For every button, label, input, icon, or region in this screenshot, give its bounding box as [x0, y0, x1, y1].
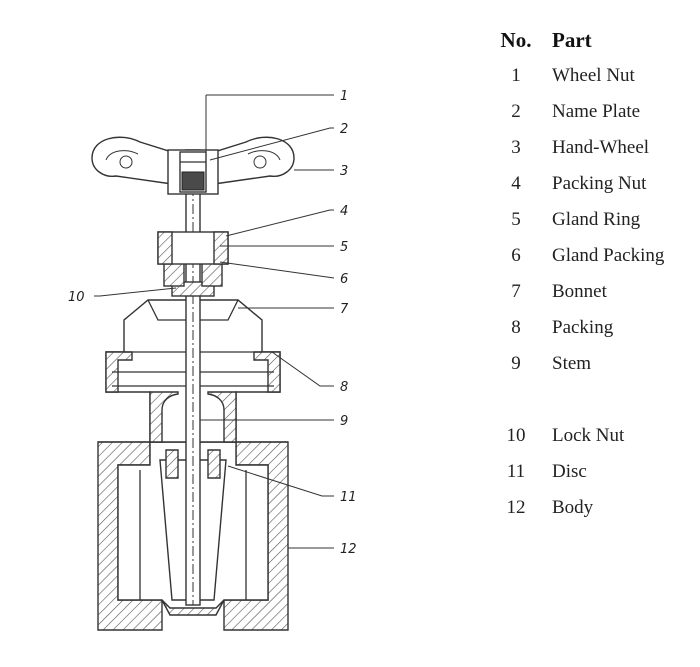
part-number: 6: [511, 245, 521, 266]
table-row: 7 Bonnet: [480, 274, 695, 310]
part-name: Wheel Nut: [552, 65, 635, 86]
packing-nut: [157, 231, 229, 265]
table-row: 4 Packing Nut: [480, 166, 695, 202]
part-name: Hand-Wheel: [552, 137, 650, 158]
part-number: 9: [511, 353, 521, 374]
part-name: Disc: [552, 461, 587, 482]
part-number: 4: [511, 173, 521, 194]
table-row: 1 Wheel Nut: [480, 58, 695, 94]
part-name: Gland Packing: [552, 245, 665, 266]
part-number: 3: [511, 137, 521, 158]
leader-lines: [94, 94, 335, 549]
callout-11: 11: [340, 490, 357, 505]
part-number: 7: [511, 281, 521, 302]
parts-table: No. Part 1 Wheel Nut 2 Name Plate 3 Hand-Whee…: [480, 22, 695, 526]
part-number: 5: [511, 209, 521, 230]
part-number: 8: [511, 317, 521, 338]
part-name: Packing Nut: [552, 173, 647, 194]
table-row: 9 Stem: [480, 346, 695, 382]
callout-4: 4: [340, 204, 348, 219]
part-name: Packing: [552, 317, 614, 338]
table-row: 12 Body: [480, 490, 695, 526]
part-name: Bonnet: [552, 281, 607, 302]
table-gap: [480, 382, 695, 418]
callout-12: 12: [340, 542, 357, 557]
table-row: 10 Lock Nut: [480, 418, 695, 454]
gate-valve-diagram: 1 2 3 4 5 6 7 8 9 10 11 12: [68, 89, 357, 631]
callout-9: 9: [340, 414, 348, 429]
part-name: Lock Nut: [552, 425, 625, 446]
callout-10: 10: [68, 290, 85, 305]
table-row: 6 Gland Packing: [480, 238, 695, 274]
callout-2: 2: [340, 122, 348, 137]
valve-stem: [185, 149, 201, 606]
table-row: 2 Name Plate: [480, 94, 695, 130]
table-row: 11 Disc: [480, 454, 695, 490]
part-name: Gland Ring: [552, 209, 641, 230]
part-number: 11: [506, 461, 526, 482]
header-no: No.: [500, 27, 532, 52]
part-number: 12: [506, 497, 526, 518]
part-number: 1: [511, 65, 521, 86]
callout-6: 6: [340, 272, 348, 287]
callout-labels: 1 2 3 4 5 6 7 8 9 10 11 12: [68, 89, 357, 557]
part-name: Stem: [552, 353, 592, 374]
header-part: Part: [552, 27, 592, 52]
part-number: 2: [511, 101, 521, 122]
table-row: 5 Gland Ring: [480, 202, 695, 238]
table-header: No. Part: [480, 22, 695, 58]
part-name: Name Plate: [552, 101, 641, 122]
callout-3: 3: [340, 164, 348, 179]
table-row: 3 Hand-Wheel: [480, 130, 695, 166]
table-rows-bottom: 10 Lock Nut 11 Disc 12 Body: [480, 418, 695, 526]
callout-5: 5: [340, 240, 348, 255]
callout-7: 7: [340, 302, 349, 317]
callout-1: 1: [340, 89, 348, 104]
callout-8: 8: [340, 380, 348, 395]
table-row: 8 Packing: [480, 310, 695, 346]
part-name: Body: [552, 497, 594, 518]
part-number: 10: [506, 425, 526, 446]
wheel-nut: [179, 151, 207, 193]
